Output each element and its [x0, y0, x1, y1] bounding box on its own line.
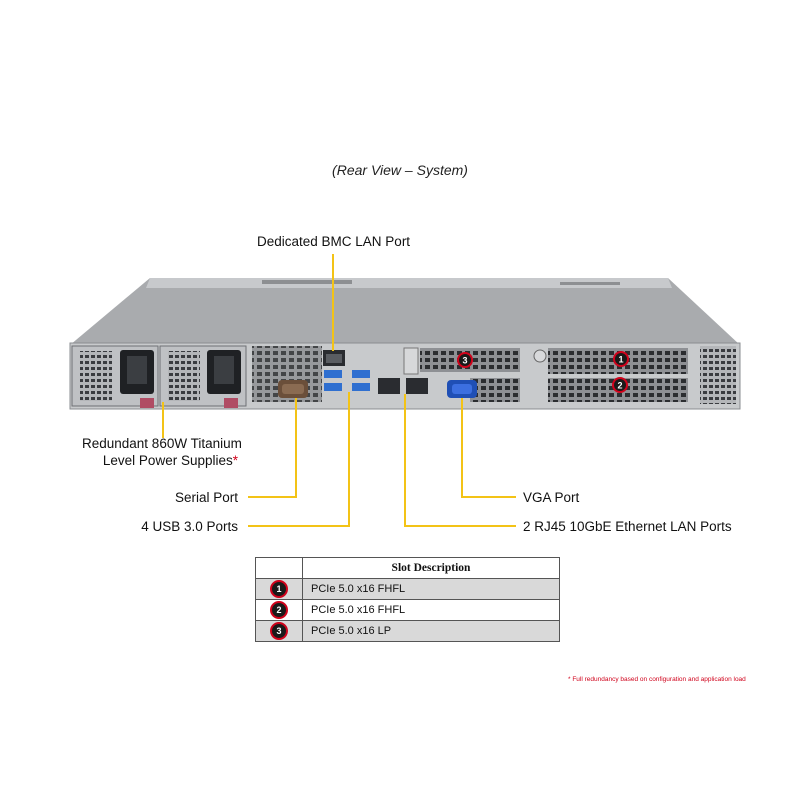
callout-serial-vertical: [295, 398, 297, 498]
slot-description: PCIe 5.0 x16 FHFL: [302, 599, 560, 621]
callout-serial-horizontal: [248, 496, 297, 498]
psu-2: [159, 345, 247, 408]
callout-vga-horizontal: [461, 496, 516, 498]
callout-rj45-horizontal: [404, 525, 516, 527]
svg-text:2: 2: [617, 381, 622, 391]
slot-badge-icon: 1: [270, 580, 288, 598]
callout-usb-vertical: [348, 392, 350, 527]
callout-bmc-lan: [332, 254, 334, 351]
chassis-top-cover: [70, 278, 740, 345]
label-power-supplies: Redundant 860W Titanium Level Power Supp…: [82, 435, 242, 469]
svg-text:3: 3: [462, 356, 467, 366]
label-bmc-lan-port: Dedicated BMC LAN Port: [257, 234, 411, 249]
slot-badge-icon: 2: [270, 601, 288, 619]
label-usb-ports: 4 USB 3.0 Ports: [141, 519, 238, 534]
footnote: * Full redundancy based on configuration…: [568, 676, 746, 683]
slot-badge-icon: 3: [270, 622, 288, 640]
label-psu-line1: Redundant 860W Titanium: [82, 436, 242, 451]
usb-ports: [324, 370, 370, 391]
psu-asterisk: *: [232, 453, 238, 468]
slot-badge-2: 2: [612, 377, 628, 393]
table-row: 3 PCIe 5.0 x16 LP: [255, 620, 560, 642]
table-row: 1 PCIe 5.0 x16 FHFL: [255, 578, 560, 600]
callout-rj45-vertical: [404, 394, 406, 527]
slot-badge-3: 3: [457, 352, 473, 368]
slot-description: PCIe 5.0 x16 FHFL: [302, 578, 560, 600]
rj45-ports: [378, 378, 428, 394]
callout-psu: [162, 402, 164, 438]
slot-description-table: Slot Description 1 PCIe 5.0 x16 FHFL 2 P…: [255, 557, 560, 642]
table-header-num: [255, 557, 303, 579]
table-row: 2 PCIe 5.0 x16 FHFL: [255, 599, 560, 621]
label-rj45-ports: 2 RJ45 10GbE Ethernet LAN Ports: [523, 519, 732, 534]
psu-1: [71, 345, 159, 408]
table-header-title: Slot Description: [302, 557, 560, 579]
table-header-row: Slot Description: [255, 557, 560, 579]
callout-usb-horizontal: [248, 525, 350, 527]
label-vga-port: VGA Port: [523, 490, 580, 505]
label-serial-port: Serial Port: [174, 490, 238, 505]
slot-badge-1: 1: [613, 351, 629, 367]
callout-vga-vertical: [461, 398, 463, 498]
label-psu-line2: Level Power Supplies*: [102, 453, 238, 468]
svg-text:1: 1: [618, 355, 623, 365]
view-caption: (Rear View – System): [332, 162, 468, 178]
slot-description: PCIe 5.0 x16 LP: [302, 620, 560, 642]
